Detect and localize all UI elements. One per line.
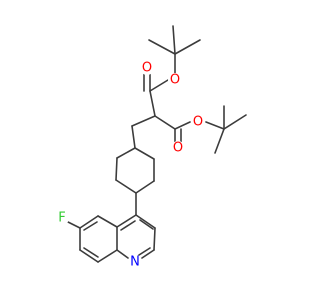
bond: [134, 147, 155, 160]
bond: [135, 180, 155, 194]
bond: [83, 247, 99, 258]
bond: [149, 79, 169, 92]
bond: [97, 249, 118, 263]
bond: [174, 39, 201, 55]
oxygen-atom: O: [191, 115, 205, 130]
bond: [116, 147, 136, 159]
bond: [153, 227, 156, 251]
atom-label-o: O: [193, 115, 203, 130]
bond: [172, 25, 176, 55]
bond: [141, 249, 155, 259]
bond: [131, 115, 156, 127]
bond: [214, 128, 225, 154]
bond: [139, 219, 154, 230]
bond: [149, 90, 156, 117]
atom-labels: O O O O F N: [55, 61, 205, 270]
bond: [97, 215, 118, 228]
oxygen-atom: O: [168, 73, 182, 88]
atom-label-o: O: [142, 61, 152, 76]
bond: [116, 249, 129, 259]
bond: [138, 247, 151, 256]
bond: [223, 114, 247, 130]
atom-label-o: O: [170, 73, 180, 88]
oxygen-atom: O: [140, 61, 154, 76]
bond: [174, 121, 191, 130]
bond: [120, 220, 136, 231]
bond: [79, 249, 99, 263]
atom-label-n: N: [130, 255, 140, 270]
atom-label-o: O: [173, 141, 183, 156]
bond: [115, 179, 137, 194]
bond: [79, 215, 99, 229]
bond: [116, 214, 137, 228]
bond: [131, 125, 136, 149]
oxygen-atom: O: [171, 141, 185, 156]
bond: [67, 221, 81, 229]
bond: [115, 157, 118, 181]
atom-label-f: F: [58, 211, 65, 226]
fluorine-atom: F: [55, 211, 69, 226]
bond: [135, 214, 156, 229]
bond: [205, 121, 225, 130]
bond: [154, 115, 176, 130]
bond: [148, 39, 176, 55]
bond: [83, 221, 98, 231]
chemical-structure-diagram: O O O O F N: [55, 25, 247, 270]
bond-skeleton: [67, 25, 247, 263]
nitrogen-atom: N: [128, 255, 142, 270]
